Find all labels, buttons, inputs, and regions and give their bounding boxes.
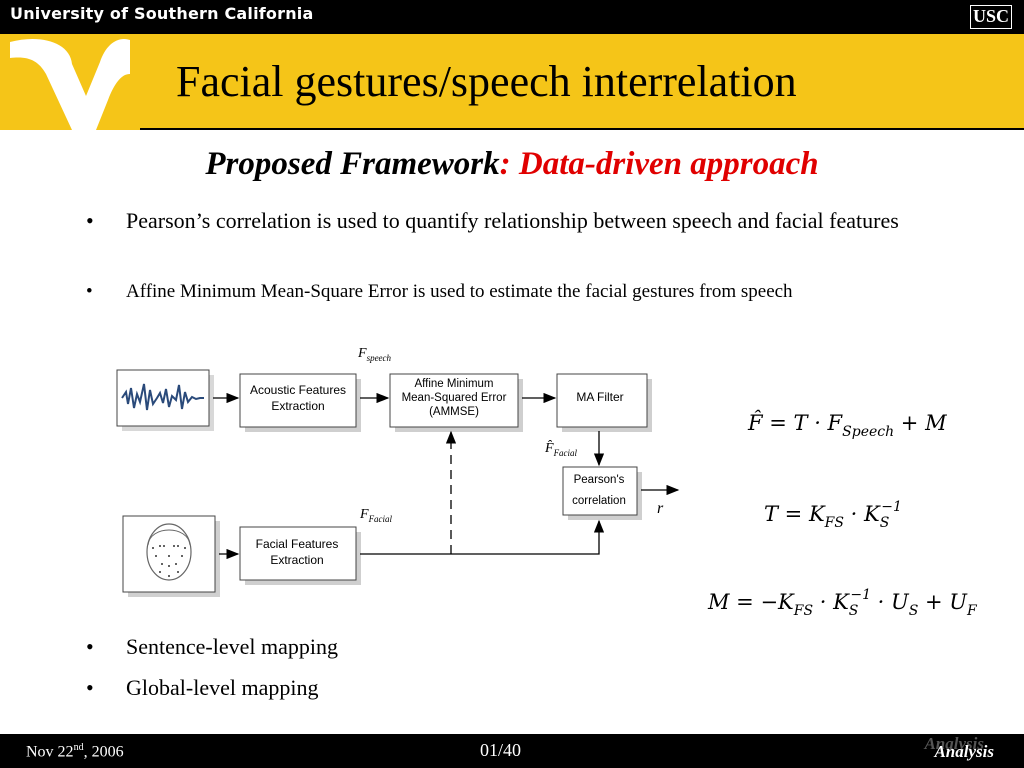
- bullet-text: Global-level mapping: [126, 675, 319, 700]
- facial-line-1: Facial Features: [256, 537, 339, 551]
- equation-3: M = −KFS · KS−1 · US + UF: [707, 587, 978, 619]
- diagram-arrows: [213, 392, 680, 560]
- bullet-item: • Pearson’s correlation is used to quant…: [86, 205, 926, 236]
- face-image: [122, 515, 220, 597]
- ammse-line-2: Mean-Squared Error: [402, 392, 507, 404]
- f-facial-hat-label: F̂Facial: [544, 440, 578, 458]
- section-label: Analysis: [934, 742, 994, 761]
- bullet-item: • Affine Minimum Mean-Square Error is us…: [86, 278, 926, 306]
- ammse-box: Affine Minimum Mean-Squared Error (AMMSE…: [389, 373, 523, 432]
- ma-filter-box: MA Filter: [556, 373, 652, 432]
- bullet-glyph: •: [86, 208, 94, 233]
- university-name: University of Southern California: [10, 4, 314, 23]
- usc-logo: USC: [970, 5, 1012, 29]
- footer-bar: Nov 22nd, 2006 01/40 Analysis Analysis: [0, 734, 1024, 768]
- equation-1: F̂ = T · FSpeech + M: [747, 411, 947, 440]
- subtitle-black: Proposed Framework: [205, 146, 500, 182]
- bullet-text: Pearson’s correlation is used to quantif…: [126, 208, 899, 233]
- equation-2: T = KFS · KS−1: [764, 499, 902, 531]
- bullet-text: Affine Minimum Mean-Square Error is used…: [126, 281, 793, 302]
- speech-waveform-image: [116, 369, 214, 431]
- facial-features-box: Facial Features Extraction: [239, 526, 361, 585]
- slide-title: Facial gestures/speech interrelation: [176, 57, 797, 106]
- pearson-box: Pearson's correlation: [562, 466, 642, 520]
- section-label-shadow: Analysis: [924, 734, 984, 753]
- bullet-item: • Sentence-level mapping: [86, 631, 686, 662]
- bullet-text: Sentence-level mapping: [126, 634, 338, 659]
- ma-filter-label: MA Filter: [576, 390, 623, 404]
- acoustic-features-box: Acoustic Features Extraction: [239, 373, 361, 432]
- slide-subtitle: Proposed Framework: Data-driven approach: [0, 146, 1024, 183]
- bullet-glyph: •: [86, 675, 94, 700]
- subtitle-red: : Data-driven approach: [499, 146, 819, 182]
- pearson-line-1: Pearson's: [574, 474, 625, 486]
- trojan-v-logo: [0, 34, 140, 130]
- bullet-item: • Global-level mapping: [86, 672, 686, 703]
- ammse-line-3: (AMMSE): [429, 406, 479, 418]
- r-label: r: [657, 500, 664, 517]
- bullet-glyph: •: [86, 281, 93, 302]
- f-speech-label: Fspeech: [357, 346, 392, 363]
- title-band: [0, 34, 1024, 130]
- f-facial-label: FFacial: [359, 507, 393, 524]
- page-number: 01/40: [480, 740, 522, 760]
- acoustic-line-2: Extraction: [271, 399, 324, 413]
- facial-line-2: Extraction: [270, 553, 323, 567]
- acoustic-line-1: Acoustic Features: [250, 383, 346, 397]
- ammse-line-1: Affine Minimum: [414, 378, 493, 390]
- footer-date: Nov 22nd, 2006: [26, 742, 124, 761]
- top-bar: University of Southern California USC: [0, 0, 1024, 34]
- bullet-glyph: •: [86, 634, 94, 659]
- framework-diagram: Acoustic Features Extraction Affine Mini…: [116, 346, 680, 597]
- equations: F̂ = T · FSpeech + M T = KFS · KS−1 M = …: [707, 411, 978, 619]
- pearson-line-2: correlation: [572, 495, 626, 507]
